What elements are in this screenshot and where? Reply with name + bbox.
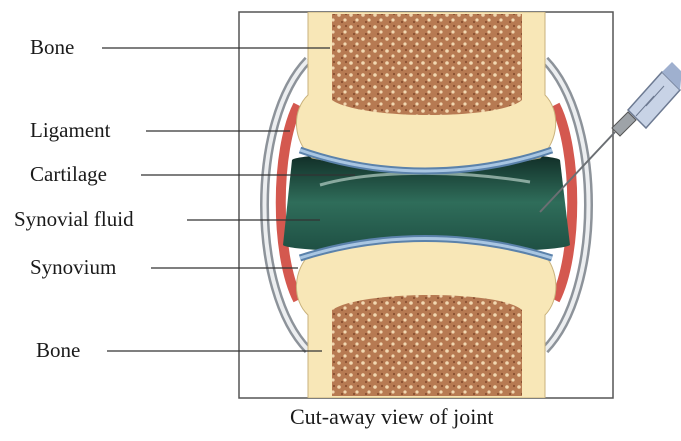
- label-bone-top: Bone: [30, 37, 74, 58]
- marrow-bottom: [332, 295, 522, 396]
- label-ligament: Ligament: [30, 120, 110, 141]
- label-synovial-fluid: Synovial fluid: [14, 209, 134, 230]
- marrow-top: [332, 14, 522, 115]
- label-synovium: Synovium: [30, 257, 116, 278]
- label-bone-bottom: Bone: [36, 340, 80, 361]
- label-cartilage: Cartilage: [30, 164, 107, 185]
- figure-caption: Cut-away view of joint: [290, 406, 493, 428]
